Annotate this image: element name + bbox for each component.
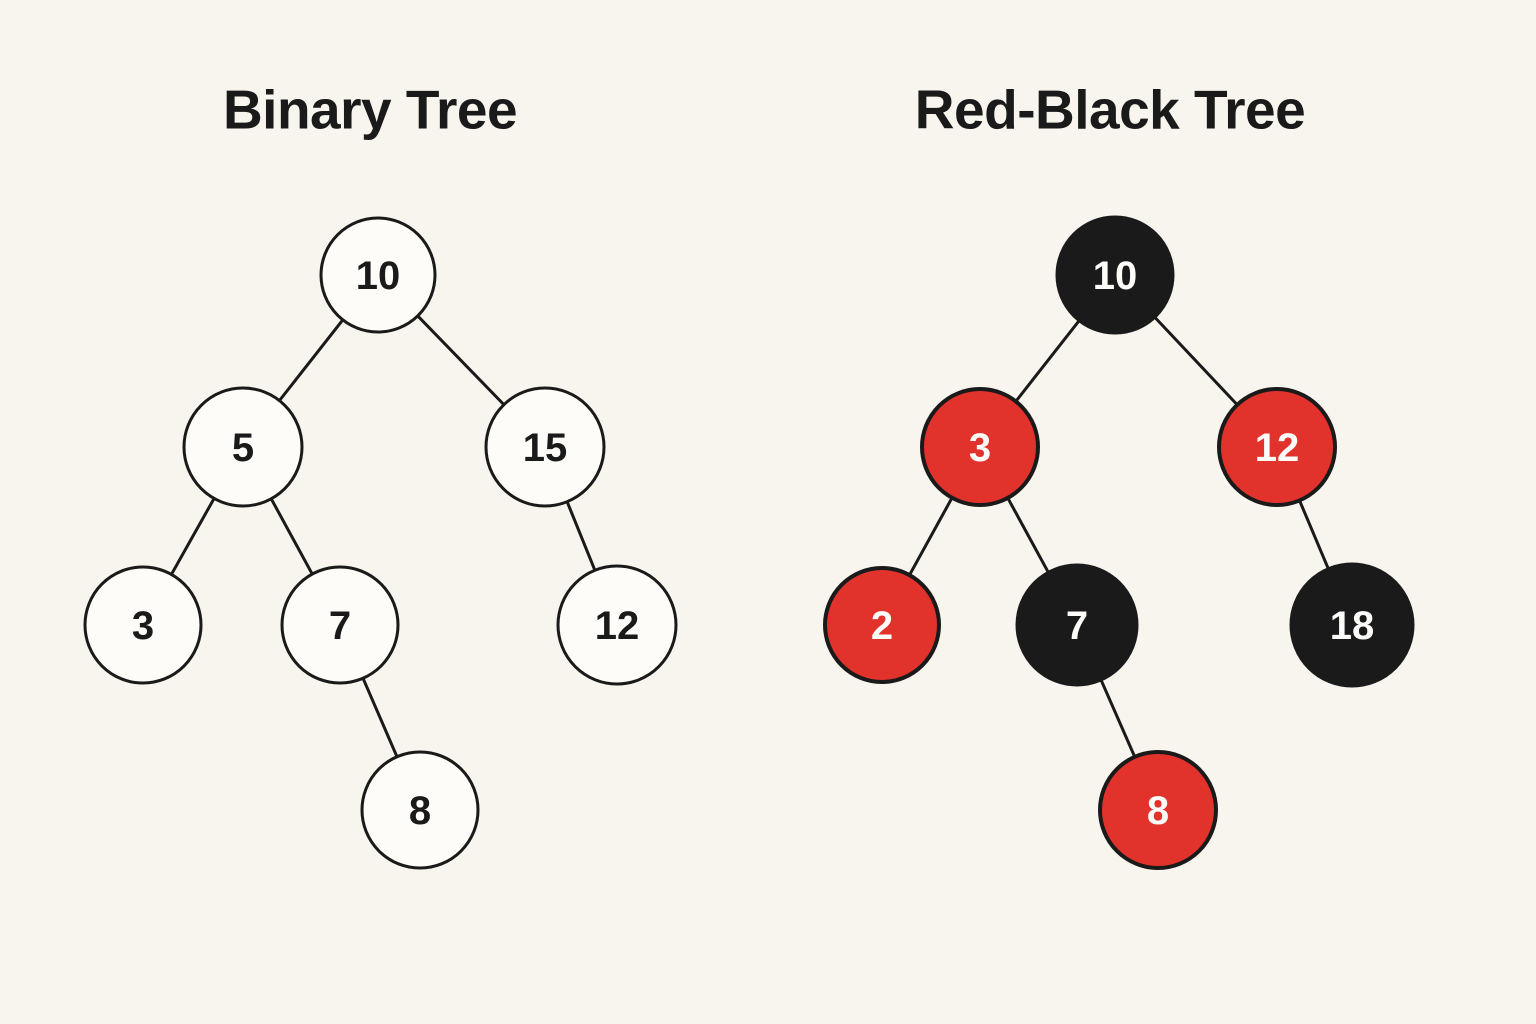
tree-node-bt-3[interactable]: 3: [83, 565, 203, 685]
node-label: 8: [1147, 789, 1169, 833]
node-circle[interactable]: [1015, 563, 1139, 687]
tree-node-bt-12[interactable]: 12: [556, 564, 678, 686]
tree-node-bt-5[interactable]: 5: [182, 386, 304, 508]
node-label: 18: [1330, 604, 1375, 648]
node-circle[interactable]: [1098, 750, 1218, 870]
node-label: 7: [329, 604, 351, 648]
tree-node-rb-10[interactable]: 10: [1055, 215, 1175, 335]
tree-node-rb-12[interactable]: 12: [1217, 387, 1337, 507]
tree-node-rb-7[interactable]: 7: [1015, 563, 1139, 687]
tree-edge: [1013, 318, 1082, 404]
tree-edge: [361, 675, 399, 760]
node-circle[interactable]: [83, 565, 203, 685]
node-circle[interactable]: [1217, 387, 1337, 507]
node-label: 3: [132, 604, 154, 648]
node-circle[interactable]: [556, 564, 678, 686]
tree-edge: [277, 317, 345, 403]
tree-edge: [269, 496, 315, 577]
tree-edge: [1005, 495, 1051, 575]
tree-node-bt-8[interactable]: 8: [360, 750, 480, 870]
panel-title-red-black-tree: Red-Black Tree: [914, 78, 1306, 141]
node-circle[interactable]: [1289, 562, 1415, 688]
tree-edge: [565, 499, 597, 573]
node-circle[interactable]: [1055, 215, 1175, 335]
tree-edge: [169, 496, 217, 577]
node-label: 12: [595, 604, 640, 648]
node-circle[interactable]: [823, 566, 941, 684]
tree-node-bt-7[interactable]: 7: [280, 565, 400, 685]
tree-node-bt-15[interactable]: 15: [484, 386, 606, 508]
node-circle[interactable]: [920, 387, 1040, 507]
node-circle[interactable]: [319, 216, 437, 334]
tree-edge: [415, 313, 507, 407]
tree-nodes-layer: 10 5 15 3 7 12 8 10 3 12 2 7 18 8: [83, 215, 1415, 870]
tree-edge: [1099, 677, 1137, 760]
tree-edges-layer: [169, 313, 1331, 760]
node-circle[interactable]: [484, 386, 606, 508]
node-label: 3: [969, 426, 991, 470]
tree-node-bt-10[interactable]: 10: [319, 216, 437, 334]
node-label: 10: [1093, 254, 1138, 298]
tree-edge: [1152, 314, 1240, 408]
panel-title-binary-tree: Binary Tree: [222, 78, 518, 141]
node-label: 7: [1066, 604, 1088, 648]
tree-node-rb-8[interactable]: 8: [1098, 750, 1218, 870]
tree-edge: [907, 495, 955, 578]
tree-node-rb-2[interactable]: 2: [823, 566, 941, 684]
node-label: 12: [1255, 426, 1300, 470]
node-label: 2: [871, 604, 893, 648]
node-circle[interactable]: [182, 386, 304, 508]
tree-node-rb-3[interactable]: 3: [920, 387, 1040, 507]
node-label: 10: [356, 254, 401, 298]
node-label: 5: [232, 426, 254, 470]
node-label: 8: [409, 789, 431, 833]
node-circle[interactable]: [360, 750, 480, 870]
node-label: 15: [523, 426, 568, 470]
node-circle[interactable]: [280, 565, 400, 685]
tree-node-rb-18[interactable]: 18: [1289, 562, 1415, 688]
tree-edge: [1297, 498, 1331, 572]
